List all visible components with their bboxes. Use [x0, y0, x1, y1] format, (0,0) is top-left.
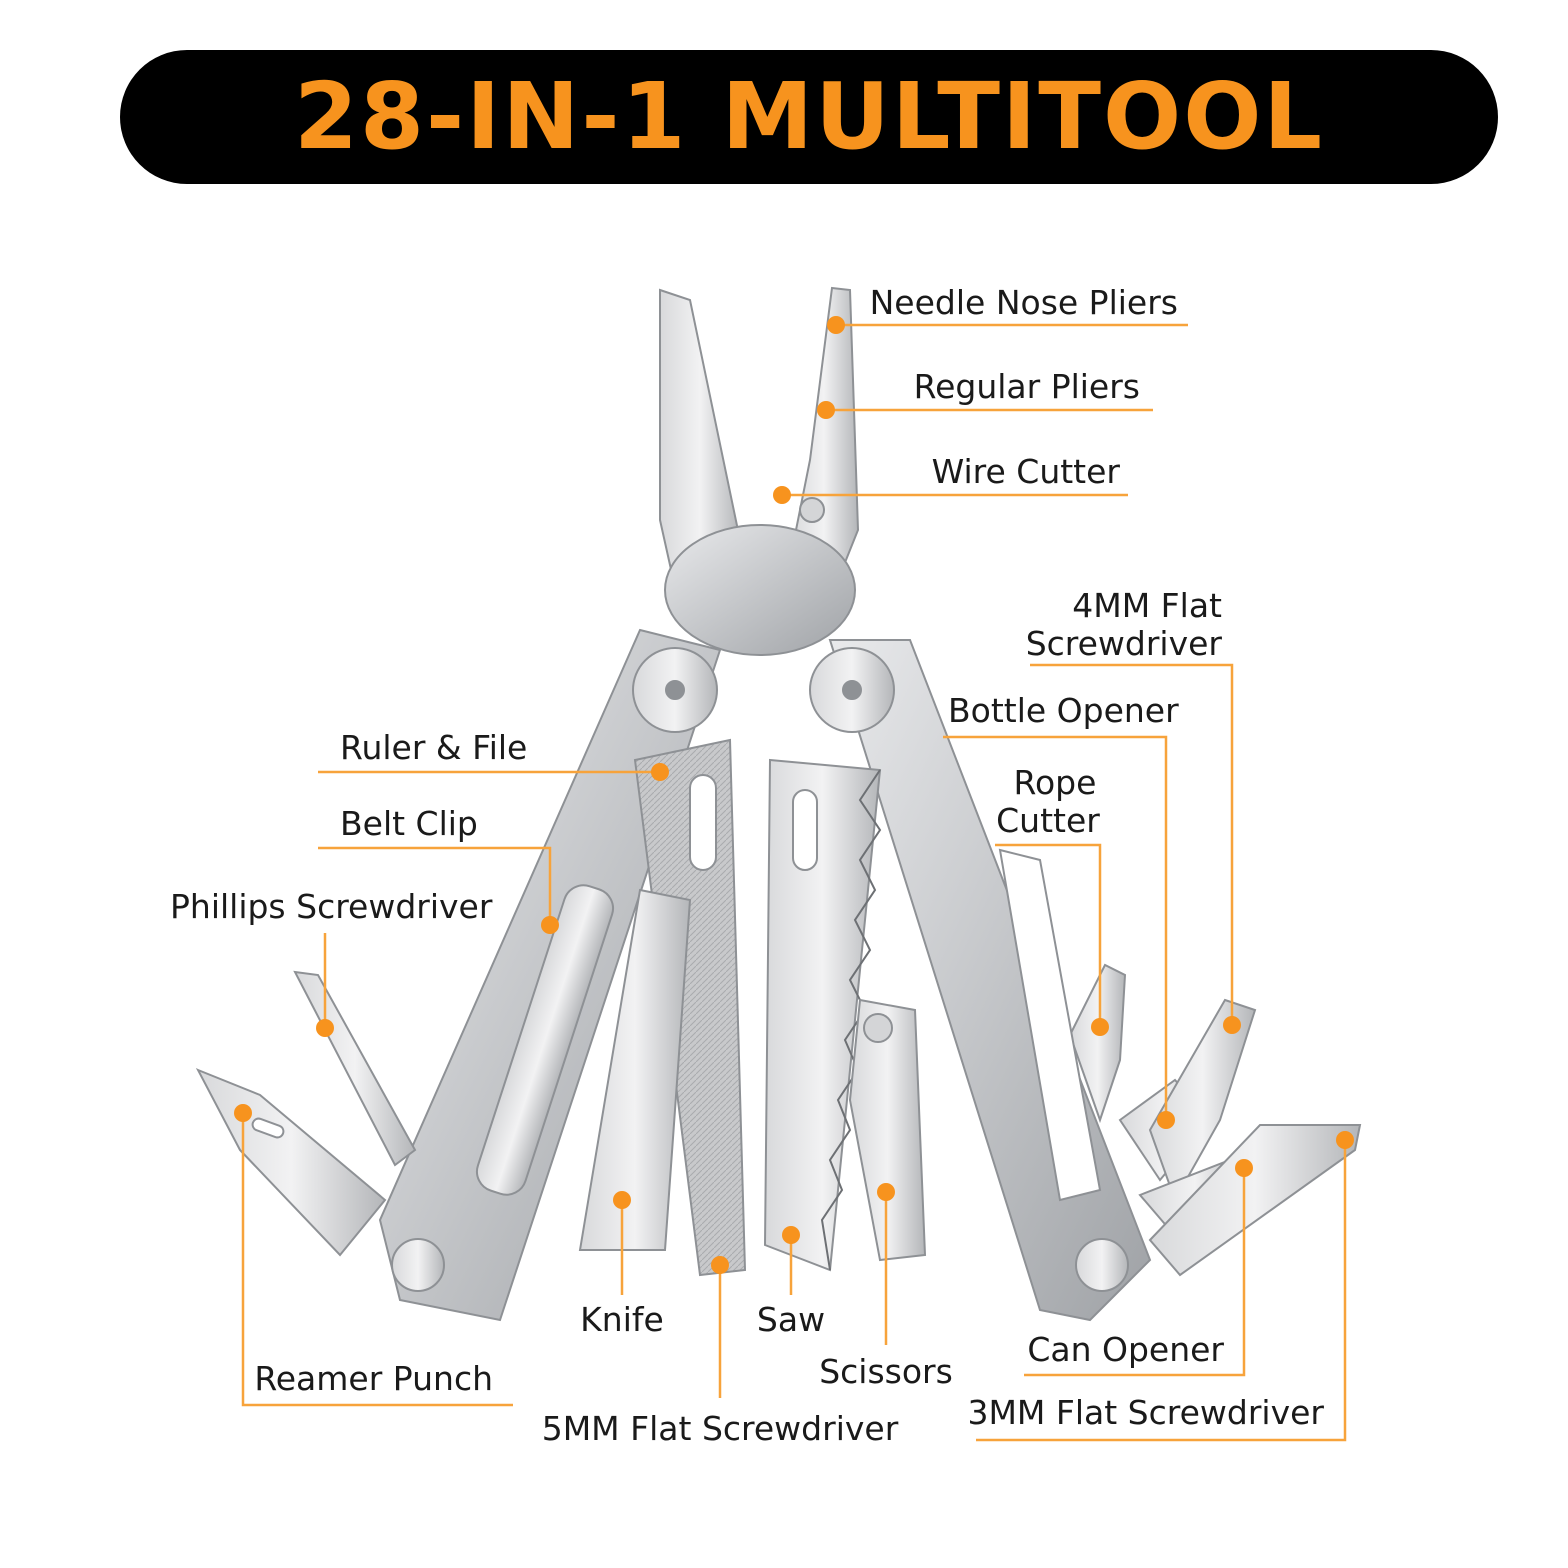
regular-pliers-dot [817, 401, 835, 419]
flat-4mm-dot [1223, 1016, 1241, 1034]
label-knife: Knife [580, 1300, 664, 1339]
label-flat-4mm-line2: Screwdriver [1026, 624, 1223, 663]
ruler-file-dot [651, 763, 669, 781]
label-belt-clip: Belt Clip [340, 804, 478, 843]
needle-nose-pliers-dot [827, 316, 845, 334]
knife-dot [613, 1191, 631, 1209]
label-scissors: Scissors [819, 1352, 953, 1391]
pliers-pivot [664, 524, 856, 656]
flat-5mm-dot [711, 1256, 729, 1274]
flat-3mm-screwdriver-tool [1148, 1124, 1362, 1277]
phillips-dot [316, 1019, 334, 1037]
reamer-punch-line [241, 1113, 513, 1407]
reamer-slot [251, 1117, 285, 1139]
flat-3mm-dot [1336, 1131, 1354, 1149]
right-handle-cutout [998, 848, 1102, 1202]
label-rope-cutter-line2: Cutter [996, 801, 1100, 840]
belt-clip-dot [541, 916, 559, 934]
saw-slot [792, 789, 818, 871]
label-bottle-opener: Bottle Opener [948, 691, 1179, 730]
label-needle-nose-pliers: Needle Nose Pliers [870, 283, 1178, 322]
bottle-opener-dot [1157, 1111, 1175, 1129]
can-opener-line [1024, 1168, 1246, 1377]
file-blade [633, 738, 747, 1277]
belt-clip [475, 884, 615, 1196]
callout-labels: Needle Nose Pliers Regular Pliers Wire C… [170, 283, 1324, 1448]
scissors-rivet [863, 1013, 893, 1043]
label-can-opener: Can Opener [1027, 1330, 1224, 1369]
callout-lines [241, 323, 1347, 1442]
knife-blade [578, 888, 692, 1251]
label-saw: Saw [757, 1300, 825, 1339]
label-reamer-punch: Reamer Punch [254, 1359, 493, 1398]
right-pivot-screw-head [842, 680, 862, 700]
left-handle-screw [391, 1238, 445, 1292]
label-ruler-file: Ruler & File [340, 728, 527, 767]
wire-cutter-dot [773, 486, 791, 504]
saw-dot [782, 1226, 800, 1244]
rope-cutter-dot [1091, 1018, 1109, 1036]
label-rope-cutter-line1: Rope [1014, 763, 1097, 802]
scissors-dot [877, 1183, 895, 1201]
right-handle-screw [1075, 1238, 1129, 1292]
label-flat-5mm: 5MM Flat Screwdriver [542, 1409, 899, 1448]
label-phillips-screwdriver: Phillips Screwdriver [170, 887, 493, 926]
jaw-rivet [799, 497, 825, 523]
left-pivot-screw-head [665, 680, 685, 700]
can-opener-dot [1235, 1159, 1253, 1177]
title-banner: 28-IN-1 MULTITOOL [120, 50, 1498, 184]
label-regular-pliers: Regular Pliers [914, 367, 1140, 406]
label-flat-4mm-line1: 4MM Flat [1072, 586, 1222, 625]
label-flat-3mm: 3MM Flat Screwdriver [967, 1393, 1324, 1432]
file-slot [689, 774, 717, 871]
bottle-opener-line [943, 735, 1168, 1120]
reamer-punch-dot [234, 1104, 252, 1122]
scissors-blade [848, 998, 927, 1262]
phillips-screwdriver-bit [293, 970, 417, 1167]
rope-cutter-line [995, 843, 1102, 1027]
callout-dots [234, 316, 1354, 1274]
page-title: 28-IN-1 MULTITOOL [293, 63, 1325, 170]
reamer-punch-blade [195, 1068, 387, 1257]
label-wire-cutter: Wire Cutter [932, 452, 1121, 491]
flat-3mm-line [976, 1140, 1347, 1442]
flat-4mm-line [1030, 663, 1234, 1025]
belt-clip-line [318, 846, 552, 925]
